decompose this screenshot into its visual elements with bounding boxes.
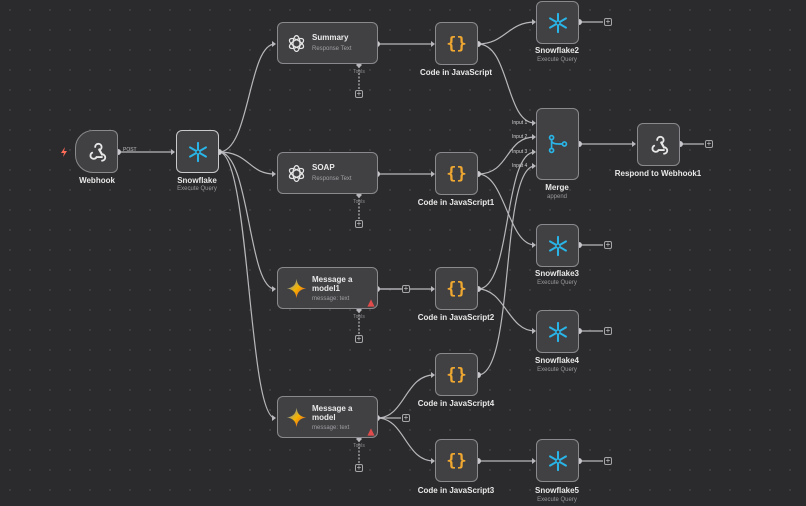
code-js2-node[interactable]: {} bbox=[435, 267, 478, 310]
snowflake-icon bbox=[188, 141, 207, 162]
warning-icon bbox=[367, 299, 375, 307]
snowflake-main-label: Snowflake bbox=[177, 176, 217, 185]
snowflake3-node[interactable] bbox=[536, 224, 579, 267]
gemini-icon bbox=[286, 278, 307, 299]
code-braces-icon: {} bbox=[446, 278, 467, 299]
message-model1-add-tool-button[interactable]: + bbox=[355, 334, 363, 343]
summary-node[interactable]: Summary Response Text bbox=[277, 22, 378, 64]
snowflake-icon bbox=[548, 12, 567, 33]
merge-subtitle: append bbox=[546, 194, 568, 200]
gemini-icon bbox=[286, 407, 307, 428]
webhook-icon bbox=[89, 142, 106, 162]
message-model-add-tool-button[interactable]: + bbox=[355, 463, 363, 472]
code-js3-node[interactable]: {} bbox=[435, 439, 478, 482]
soap-title: SOAP bbox=[312, 163, 335, 172]
webhook-node[interactable] bbox=[75, 130, 118, 173]
soap-add-tool-button[interactable]: + bbox=[355, 219, 363, 228]
wire-code-merge bbox=[477, 43, 536, 124]
snowflake4-node[interactable] bbox=[536, 310, 579, 353]
snowflake5-subtitle: Execute Query bbox=[537, 497, 577, 503]
webhook-node-label: Webhook bbox=[79, 176, 115, 185]
wire-code1-snowflake3 bbox=[477, 173, 536, 246]
message-model1-title-line1: Message a bbox=[312, 275, 353, 284]
code-js-label: Code in JavaScript bbox=[419, 68, 493, 77]
merge-label: Merge bbox=[545, 183, 569, 192]
snowflake2-label: Snowflake2 bbox=[534, 46, 580, 55]
webhook-post-label: POST bbox=[123, 147, 137, 153]
message-model-title-line1: Message a bbox=[312, 404, 353, 413]
code-braces-icon: {} bbox=[446, 364, 467, 385]
merge-icon bbox=[548, 134, 567, 154]
snowflake2-add-button[interactable]: + bbox=[604, 17, 612, 26]
code-braces-icon: {} bbox=[446, 33, 467, 54]
openai-icon bbox=[288, 165, 305, 182]
wire-message-code3 bbox=[376, 417, 435, 462]
respond-webhook-label: Respond to Webhook1 bbox=[614, 169, 702, 178]
wire-snowflake-message bbox=[218, 151, 276, 419]
code-js3-label: Code in JavaScript3 bbox=[417, 486, 495, 495]
merge-input-4-label: Input 4 bbox=[512, 163, 528, 169]
wire-message-code4 bbox=[376, 374, 435, 419]
message-model-add-node-button[interactable]: + bbox=[402, 413, 410, 422]
snowflake2-node[interactable] bbox=[536, 1, 579, 44]
snowflake-main-node[interactable] bbox=[176, 130, 219, 173]
snowflake2-subtitle: Execute Query bbox=[537, 57, 577, 63]
summary-subtitle: Response Text bbox=[312, 46, 352, 52]
soap-subtitle: Response Text bbox=[312, 176, 352, 182]
wire-snowflake-message1 bbox=[218, 151, 276, 290]
message-model1-tools-label: Tools bbox=[353, 314, 365, 320]
wire-code2-snowflake4 bbox=[477, 288, 536, 332]
snowflake4-label: Snowflake4 bbox=[534, 356, 580, 365]
warning-icon bbox=[367, 428, 375, 436]
snowflake-main-subtitle: Execute Query bbox=[177, 186, 217, 192]
code-js-node[interactable]: {} bbox=[435, 22, 478, 65]
wire-snowflake-summary bbox=[218, 43, 276, 153]
snowflake3-subtitle: Execute Query bbox=[537, 280, 577, 286]
respond-add-button[interactable]: + bbox=[705, 139, 713, 148]
merge-input-1-label: Input 1 bbox=[512, 120, 528, 126]
message-model-title-line2: model bbox=[312, 413, 336, 422]
webhook-icon bbox=[651, 135, 668, 155]
soap-node[interactable]: SOAP Response Text bbox=[277, 152, 378, 194]
snowflake-icon bbox=[548, 235, 567, 256]
snowflake-icon bbox=[548, 450, 567, 471]
snowflake3-label: Snowflake3 bbox=[534, 269, 580, 278]
message-model-tools-label: Tools bbox=[353, 443, 365, 449]
merge-input-2-label: Input 2 bbox=[512, 134, 528, 140]
message-model1-add-node-button[interactable]: + bbox=[402, 284, 410, 293]
code-js1-label: Code in JavaScript1 bbox=[417, 198, 495, 207]
summary-add-tool-button[interactable]: + bbox=[355, 89, 363, 98]
merge-node[interactable] bbox=[536, 108, 579, 180]
wire-code-snowflake2 bbox=[477, 21, 536, 45]
merge-input-3-label: Input 3 bbox=[512, 149, 528, 155]
openai-icon bbox=[288, 35, 305, 52]
snowflake5-node[interactable] bbox=[536, 439, 579, 482]
summary-tools-label: Tools bbox=[353, 69, 365, 75]
snowflake-icon bbox=[548, 321, 567, 342]
snowflake4-subtitle: Execute Query bbox=[537, 367, 577, 373]
code-braces-icon: {} bbox=[446, 450, 467, 471]
wire-code2-merge bbox=[477, 151, 536, 290]
code-js4-label: Code in JavaScript4 bbox=[417, 399, 495, 408]
wire-snowflake-soap bbox=[218, 151, 276, 175]
snowflake3-add-button[interactable]: + bbox=[604, 240, 612, 249]
lightning-bolt-icon bbox=[61, 147, 67, 157]
code-braces-icon: {} bbox=[446, 163, 467, 184]
code-js2-label: Code in JavaScript2 bbox=[417, 313, 495, 322]
snowflake5-add-button[interactable]: + bbox=[604, 456, 612, 465]
message-model-subtitle: message: text bbox=[312, 425, 350, 431]
respond-webhook-node[interactable] bbox=[637, 123, 680, 166]
message-model1-title-line2: model1 bbox=[312, 284, 341, 293]
snowflake5-label: Snowflake5 bbox=[534, 486, 580, 495]
soap-tools-label: Tools bbox=[353, 199, 365, 205]
code-js4-node[interactable]: {} bbox=[435, 353, 478, 396]
summary-title: Summary bbox=[312, 33, 349, 42]
code-js1-node[interactable]: {} bbox=[435, 152, 478, 195]
snowflake4-add-button[interactable]: + bbox=[604, 326, 612, 335]
message-model1-subtitle: message: text bbox=[312, 296, 350, 302]
